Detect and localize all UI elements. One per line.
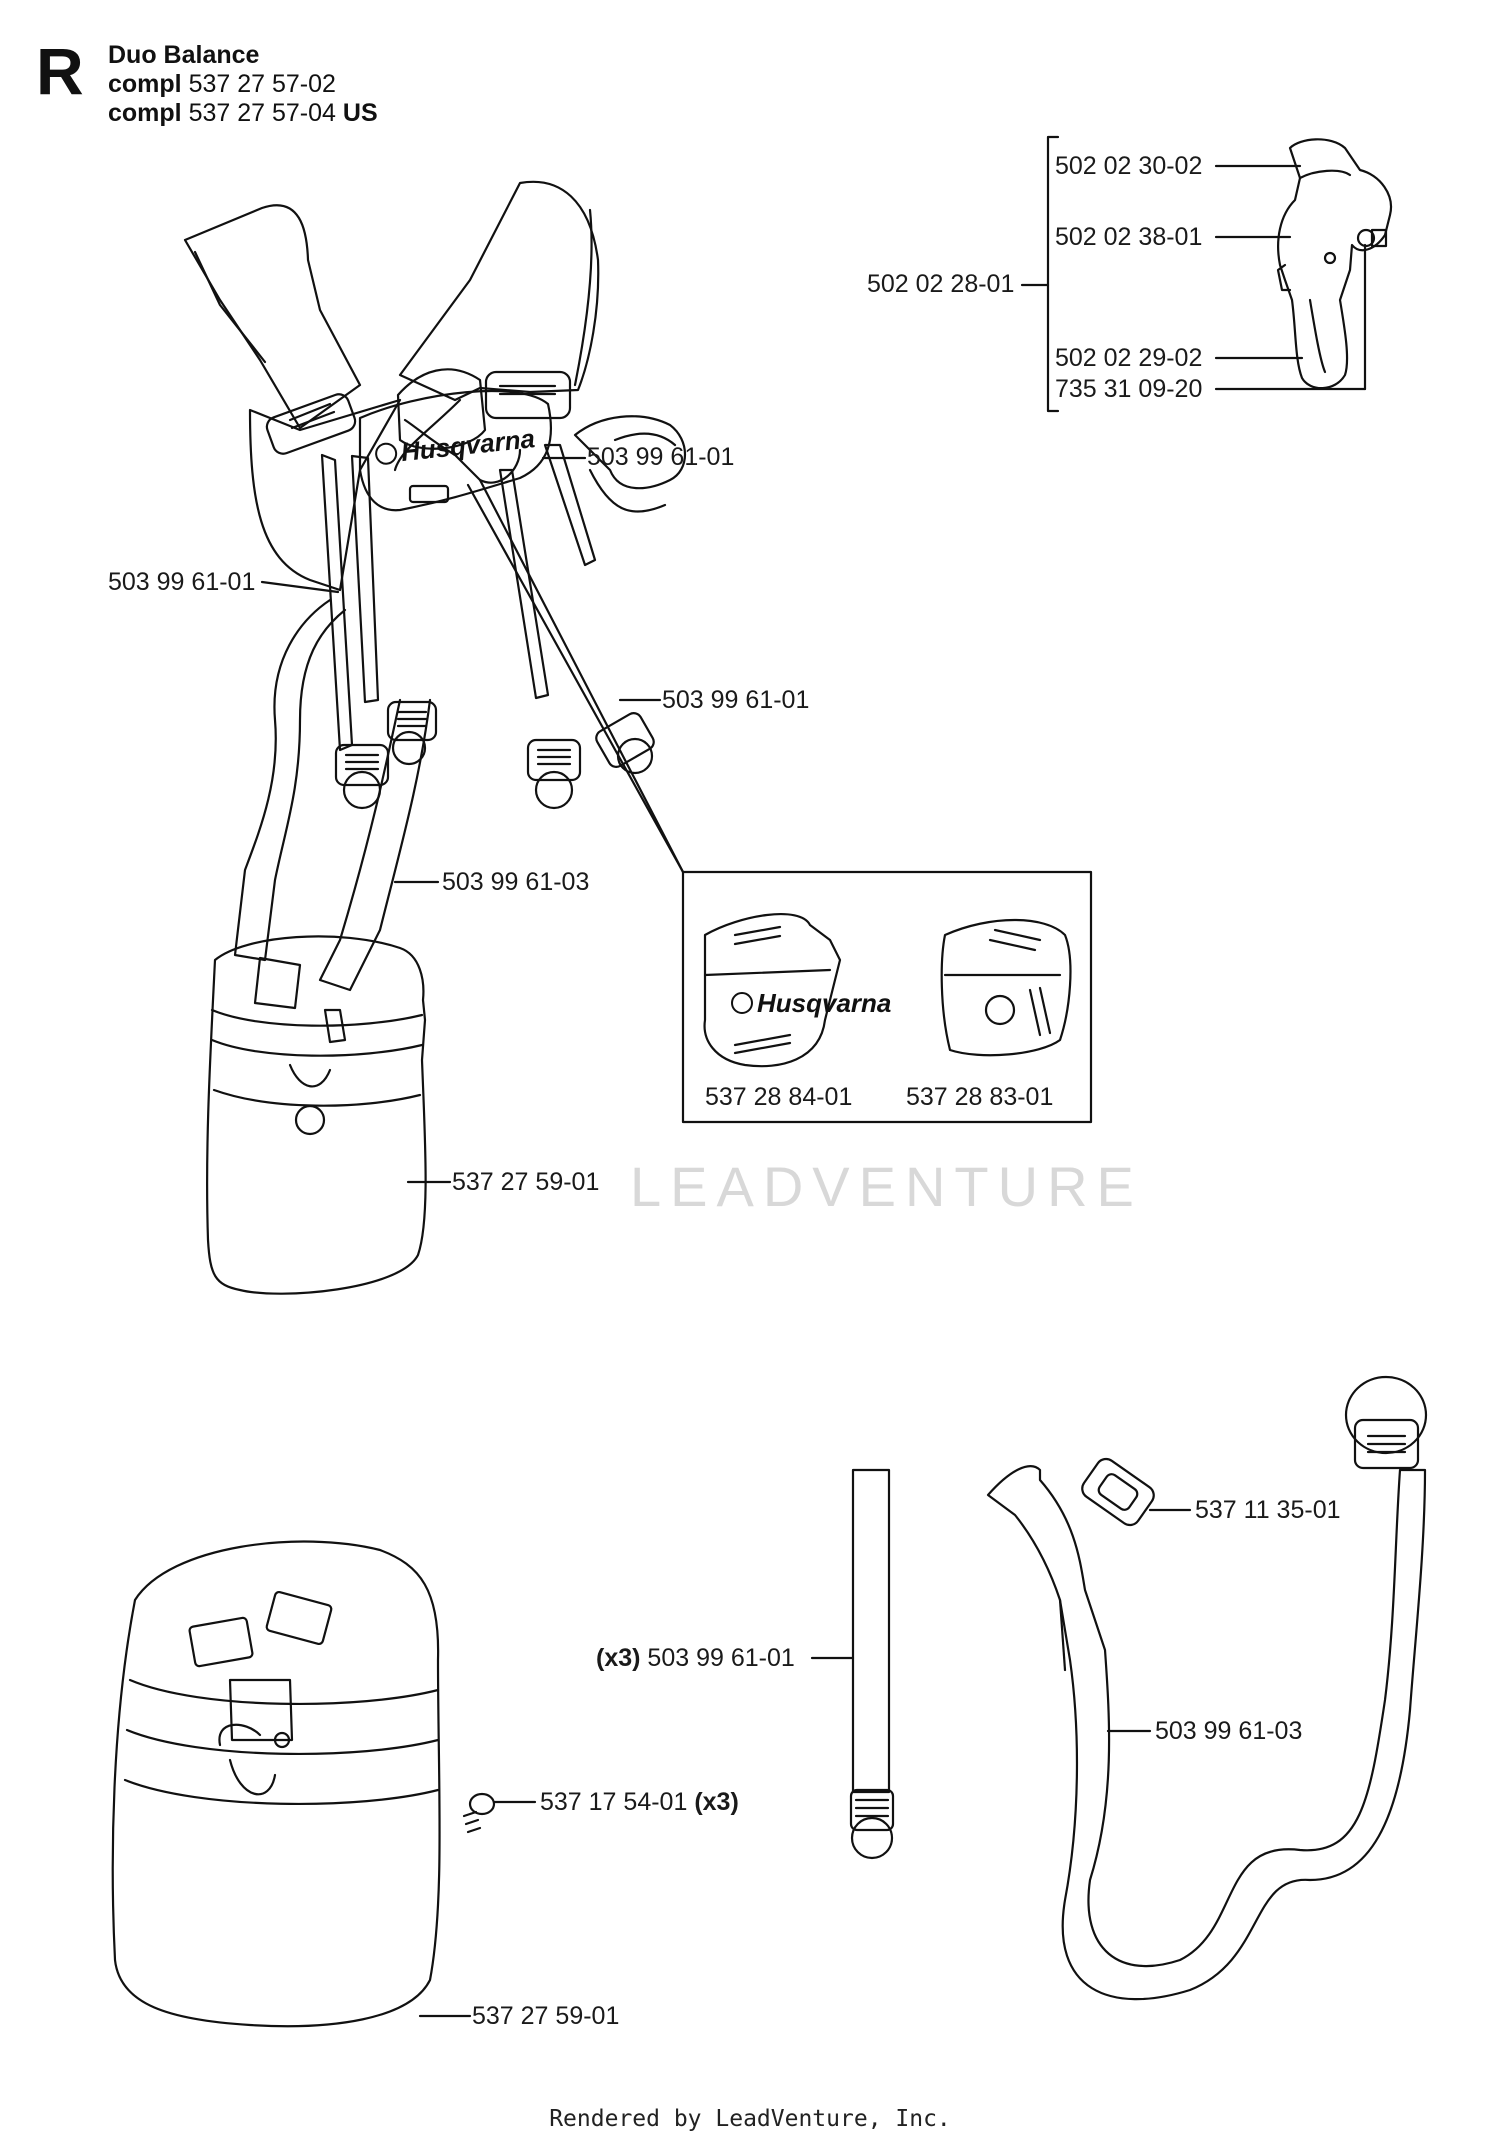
screw-drawing (462, 1792, 537, 1834)
part-callout-hip-strap-2[interactable]: 503 99 61-03 (1155, 1717, 1303, 1745)
part-callout-buckle[interactable]: 537 11 35-01 (1195, 1496, 1341, 1524)
part-callout-pad-2[interactable]: 537 27 59-01 (472, 2002, 620, 2030)
part-callout-strap-top-right[interactable]: 503 99 61-01 (587, 443, 735, 471)
part-callout-hook-3[interactable]: 502 02 29-02 (1055, 344, 1203, 372)
compl-label: compl (108, 99, 182, 127)
compl-line-2: compl 537 27 57-04 US (108, 99, 378, 128)
harness-drawing (183, 180, 686, 1295)
strap-end-cap (334, 743, 390, 810)
part-callout-strap-left[interactable]: 503 99 61-01 (108, 568, 256, 596)
part-callout-strap-right[interactable]: 503 99 61-01 (662, 686, 810, 714)
part-number: 537 17 54-01 (540, 1788, 688, 1816)
part-callout-hook-group[interactable]: 502 02 28-01 (867, 270, 1015, 298)
part-callout-inset-right[interactable]: 537 28 83-01 (906, 1083, 1054, 1111)
compl-part-number: 537 27 57-04 (188, 99, 336, 127)
part-callout-hook-2[interactable]: 502 02 38-01 (1055, 223, 1203, 251)
part-callout-hip-strap[interactable]: 503 99 61-03 (442, 868, 590, 896)
pad-drawing (111, 1540, 472, 2028)
part-callout-hook-4[interactable]: 735 31 09-20 (1055, 375, 1203, 403)
part-callout-screw[interactable]: 537 17 54-01 (x3) (540, 1787, 739, 1817)
compl-part-number: 537 27 57-02 (188, 70, 336, 98)
strap-end-cap (386, 700, 438, 766)
quantity-suffix: (x3) (694, 1788, 739, 1816)
assembly-title: Duo Balance (108, 41, 260, 69)
part-callout-hook-1[interactable]: 502 02 30-02 (1055, 152, 1203, 180)
hook-assembly-drawing (1020, 135, 1393, 413)
part-number: 503 99 61-01 (647, 1644, 795, 1672)
svg-text:Husqvarna: Husqvarna (757, 988, 891, 1018)
inset-box (681, 870, 1093, 1124)
part-callout-pad[interactable]: 537 27 59-01 (452, 1168, 600, 1196)
compl-line-1: compl 537 27 57-02 (108, 70, 336, 99)
strap-end-cap (526, 738, 582, 810)
husqvarna-logo: Husqvarna (731, 988, 891, 1018)
section-letter: R (36, 34, 84, 108)
footer-credit: Rendered by LeadVenture, Inc. (549, 2106, 951, 2132)
quantity-prefix: (x3) (596, 1644, 641, 1672)
strap-drawing (810, 1468, 895, 1860)
market-suffix: US (342, 99, 378, 127)
part-callout-strap-x3[interactable]: (x3) 503 99 61-01 (596, 1643, 795, 1673)
hip-strap-drawing (986, 1375, 1428, 2001)
compl-label: compl (108, 70, 182, 98)
watermark: LEADVENTURE (630, 1155, 1143, 1218)
part-callout-inset-left[interactable]: 537 28 84-01 (705, 1083, 853, 1111)
